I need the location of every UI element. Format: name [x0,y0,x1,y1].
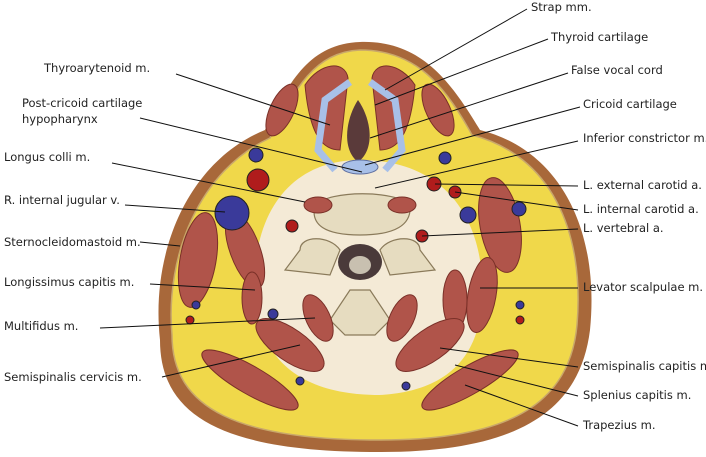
r-internal-jugular-vein [214,195,250,231]
label-strap-muscles: Strap mm. [531,0,592,14]
label-sternocleidomastoid: Sternocleidomastoid m. [4,235,141,249]
label-l-vertebral: L. vertebral a. [583,221,664,235]
label-splenius-capitis: Splenius capitis m. [583,388,692,402]
label-levator-scapulae: Levator scalpulae m. [583,280,704,294]
spinal-cord-core [349,256,371,274]
vessels [185,147,527,391]
label-post-cricoid-cartilage: Post-cricoid cartilage [22,96,143,110]
label-trapezius: Trapezius m. [583,418,656,432]
label-l-external-carotid: L. external carotid a. [583,178,702,192]
vertebra [283,193,437,336]
label-r-internal-jugular: R. internal jugular v. [4,193,120,207]
label-thyroarytenoid: Thyroarytenoid m. [44,61,151,75]
label-semispinalis-cervicis: Semispinalis cervicis m. [4,370,142,384]
label-false-vocal-cord: False vocal cord [571,63,663,77]
label-thyroid-cartilage: Thyroid cartilage [551,30,649,44]
thyroid-cartilage [314,79,406,173]
label-l-internal-carotid: L. internal carotid a. [583,202,699,216]
label-multifidus: Multifidus m. [4,319,79,333]
label-longus-colli: Longus colli m. [4,150,91,164]
larynx-airway [347,100,370,162]
leader-lines [99,8,581,427]
label-cricoid-cartilage: Cricoid cartilage [583,97,677,111]
label-inferior-constrictor: Inferior constrictor m. [583,131,706,145]
label-semispinalis-capitis: Semispinalis capitis m. [583,359,706,373]
muscles [177,177,522,411]
label-longissimus-capitis: Longissimus capitis m. [4,275,135,289]
label-hypopharynx: hypopharynx [22,112,98,126]
